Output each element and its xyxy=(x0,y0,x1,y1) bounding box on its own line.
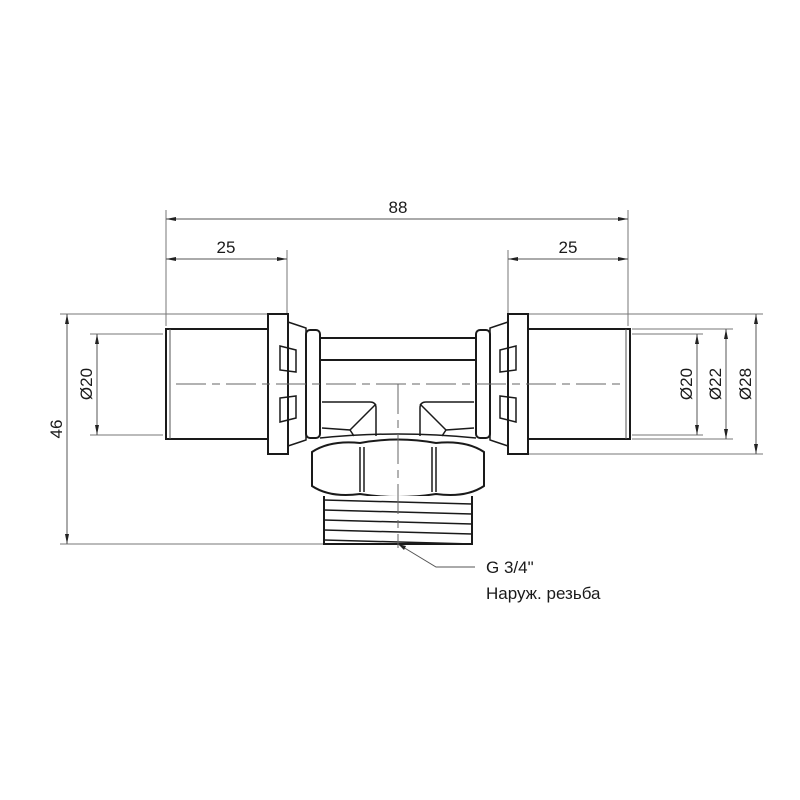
overall-height-label: 46 xyxy=(47,420,66,439)
tee-body xyxy=(319,337,477,437)
right-outer-diameter-label: Ø28 xyxy=(736,368,755,400)
right-inner-diameter-label: Ø22 xyxy=(706,368,725,400)
right-socket-length-label: 25 xyxy=(559,238,578,257)
left-socket-length-label: 25 xyxy=(217,238,236,257)
right-pipe-diameter-label: Ø20 xyxy=(677,368,696,400)
thread-note-label: Наруж. резьба xyxy=(486,584,601,603)
thread-callout-leader xyxy=(397,543,475,568)
center-lines xyxy=(176,383,620,548)
dimension-lines xyxy=(60,210,763,545)
thread-size-label: G 3/4" xyxy=(486,558,534,577)
overall-length-label: 88 xyxy=(389,198,408,217)
left-pipe-diameter-label: Ø20 xyxy=(77,368,96,400)
